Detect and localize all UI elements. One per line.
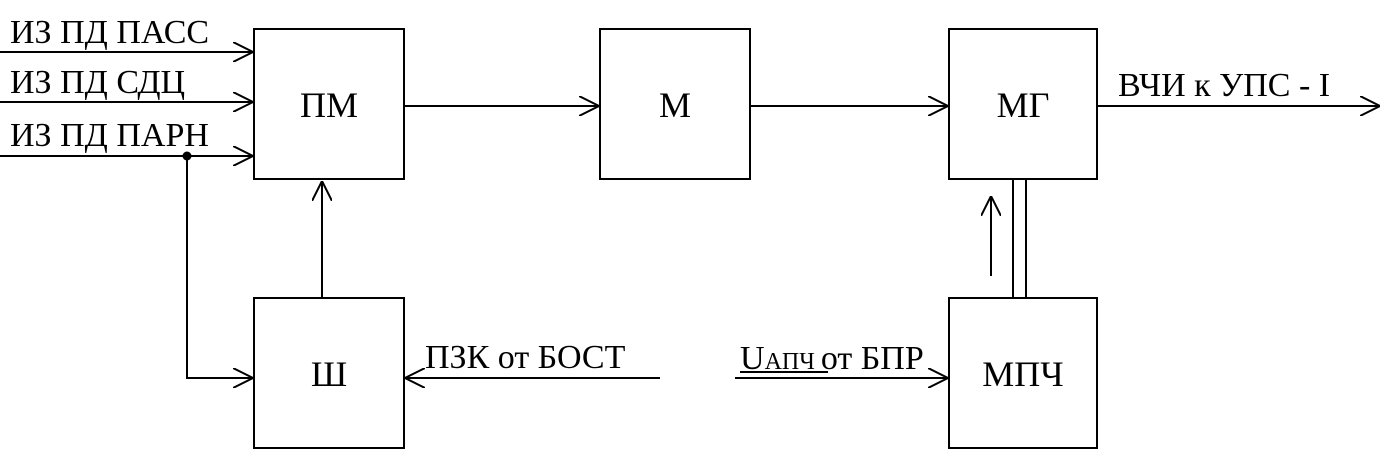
input-parn-label: ИЗ ПД ПАРН — [10, 117, 209, 154]
output-label: ВЧИ к УПС - I — [1118, 67, 1330, 104]
block-sh-label: Ш — [311, 354, 347, 394]
parn-to-sh-connector — [186, 156, 253, 378]
pzk-label: ПЗК от БОСТ — [425, 339, 626, 376]
block-m — [599, 28, 751, 180]
block-sh — [253, 297, 405, 449]
block-mpch — [948, 297, 1098, 449]
block-mg — [948, 28, 1098, 180]
block-pm — [253, 28, 405, 180]
input-sdc-label: ИЗ ПД СДЦ — [10, 64, 185, 101]
input-pass-label: ИЗ ПД ПАСС — [10, 14, 209, 51]
block-mpch-label: МПЧ — [982, 354, 1063, 394]
u-subscript: АПЧ — [765, 349, 815, 375]
u-source: от БПР — [821, 340, 924, 377]
block-pm-label: ПМ — [300, 85, 358, 125]
u-symbol: U — [740, 340, 765, 377]
block-mg-label: МГ — [997, 85, 1050, 125]
block-m-label: М — [659, 85, 691, 125]
